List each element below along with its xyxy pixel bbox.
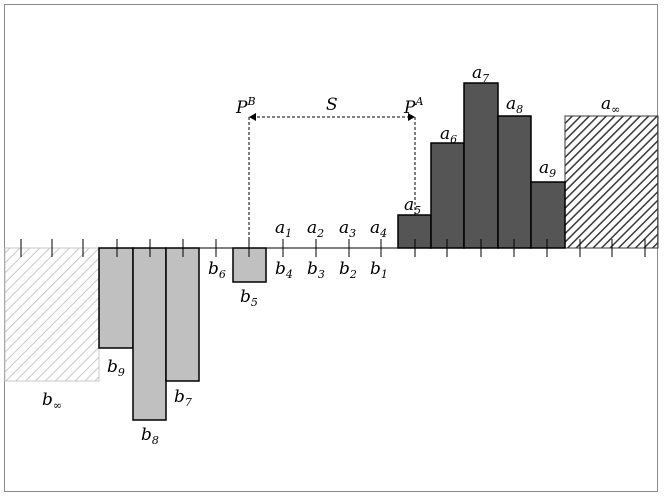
bid-label-b4: b4 — [275, 259, 293, 281]
bid-label-b1: b1 — [370, 259, 388, 281]
ask-label-a7: a7 — [472, 63, 489, 85]
ask-label-a6: a6 — [440, 124, 457, 146]
bid-label-b8: b8 — [141, 425, 159, 447]
ask-label-a4: a4 — [370, 218, 387, 240]
axis-ticks — [20, 239, 646, 257]
ask-label-a3: a3 — [339, 218, 356, 240]
spread-arrow-left — [249, 113, 256, 121]
ask-label-a2: a2 — [307, 218, 324, 240]
bid-label-binf: b∞ — [42, 390, 62, 412]
ask-bar-a7 — [463, 82, 499, 249]
ask-label-ainf: a∞ — [601, 94, 620, 116]
spread-label: S — [326, 95, 338, 115]
bid-label-b9: b9 — [107, 357, 125, 379]
ask-infinity-region — [564, 115, 659, 249]
ask-label-a1: a1 — [275, 218, 292, 240]
bid-label-b7: b7 — [174, 387, 192, 409]
bid-infinity-region — [4, 247, 100, 382]
spread-arrow-right — [408, 113, 415, 121]
ask-price-label: PA — [403, 95, 423, 118]
bid-label-b5: b5 — [240, 287, 258, 309]
ask-label-a8: a8 — [506, 94, 523, 116]
bid-label-b3: b3 — [307, 259, 325, 281]
ask-label-a9: a9 — [539, 158, 556, 180]
ask-bar-a9 — [530, 181, 566, 249]
spread-indicator — [248, 116, 416, 248]
ask-bar-a6 — [430, 142, 465, 249]
ask-label-a5: a5 — [404, 195, 421, 217]
bid-bar-b8 — [132, 247, 167, 421]
bid-price-label: PB — [235, 95, 256, 118]
bid-bar-b7 — [165, 247, 200, 382]
bid-label-b6: b6 — [208, 259, 226, 281]
bid-label-b2: b2 — [339, 259, 357, 281]
ask-bar-a8 — [497, 115, 532, 249]
bid-bar-b9 — [98, 247, 134, 349]
